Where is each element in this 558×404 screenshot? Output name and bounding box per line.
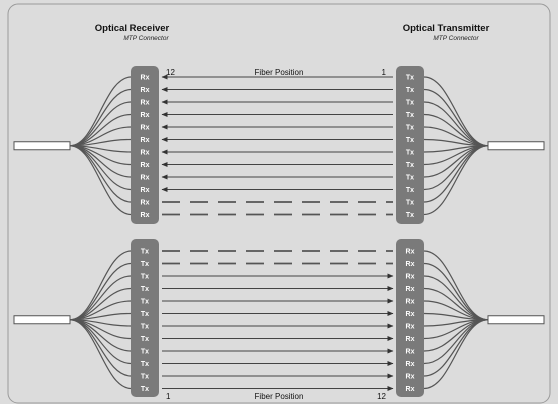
bottom-left-port-label: Tx [141,274,149,281]
top-left-port-label: Rx [141,75,150,82]
bottom-left-port-label: Tx [141,324,149,331]
bottom-fiber-links [162,250,394,391]
bottom-fiber-bundles [13,250,545,390]
top-fiber-bundles [13,76,545,216]
bottom-left-cable-stub [13,315,71,325]
top-right-port-label: Tx [406,75,414,82]
bottom-left-port-label: Tx [141,286,149,293]
bottom-right-port-label: Rx [406,274,415,281]
bottom-right-position-number: 12 [377,392,386,401]
bottom-right-port-label: Rx [406,336,415,343]
bottom-left-port-label: Tx [141,311,149,318]
bottom-left-position-number: 1 [166,392,171,401]
top-right-cable-stub [487,141,545,151]
bottom-left-port-label: Tx [141,249,149,256]
receiver-subtitle: MTP Connector [123,35,169,42]
top-left-port-label: Rx [141,87,150,94]
top-right-fiber [423,76,489,147]
bottom-right-fiber [423,319,489,390]
bottom-left-port-label: Tx [141,261,149,268]
top-right-port-label: Tx [406,137,414,144]
top-right-position-number: 1 [382,68,387,77]
bottom-left-port-label: Tx [141,349,149,356]
top-left-port-label: Rx [141,137,150,144]
top-left-port-label: Rx [141,100,150,107]
bottom-left-port-label: Tx [141,336,149,343]
bottom-left-port-label: Tx [141,374,149,381]
top-left-port-label: Rx [141,200,150,207]
top-left-port-label: Rx [141,112,150,119]
bottom-right-port-label: Rx [406,286,415,293]
bottom-fiber-position-label: Fiber Position [255,392,304,401]
transmitter-title: Optical Transmitter [403,23,490,34]
top-left-port-label: Rx [141,212,150,219]
top-right-port-label: Tx [406,87,414,94]
top-right-fiber [423,145,489,216]
bottom-left-port-label: Tx [141,299,149,306]
bottom-right-port-label: Rx [406,349,415,356]
bottom-right-port-label: Rx [406,311,415,318]
top-left-position-number: 12 [166,68,175,77]
bottom-right-port-label: Rx [406,249,415,256]
top-right-port-label: Tx [406,162,414,169]
transmitter-subtitle: MTP Connector [433,35,479,42]
bottom-right-port-label: Rx [406,324,415,331]
bottom-right-connector [396,239,424,397]
top-left-cable-stub [13,141,71,151]
top-left-port-label: Rx [141,162,150,169]
bottom-right-fiber [423,250,489,321]
bottom-right-port-label: Rx [406,386,415,393]
receiver-header: Optical Receiver MTP Connector [95,23,170,42]
top-right-port-label: Tx [406,175,414,182]
top-fiber-position-label: Fiber Position [255,68,304,77]
top-right-port-label: Tx [406,200,414,207]
top-right-port-label: Tx [406,125,414,132]
bottom-right-port-label: Rx [406,261,415,268]
top-right-port-label: Tx [406,112,414,119]
top-left-port-label: Rx [141,150,150,157]
top-right-port-label: Tx [406,150,414,157]
receiver-title: Optical Receiver [95,23,170,34]
bottom-left-port-label: Tx [141,386,149,393]
top-right-port-label: Tx [406,100,414,107]
bottom-right-cable-stub [487,315,545,325]
top-left-port-label: Rx [141,125,150,132]
top-right-port-label: Tx [406,187,414,194]
bottom-right-port-label: Rx [406,299,415,306]
top-left-connector [131,66,159,224]
top-left-port-label: Rx [141,187,150,194]
top-fiber-links [161,74,393,216]
top-right-port-label: Tx [406,212,414,219]
transmitter-header: Optical Transmitter MTP Connector [403,23,490,42]
diagram-frame [7,3,551,404]
bottom-left-connector [131,239,159,397]
top-right-connector [396,66,424,224]
bottom-right-port-label: Rx [406,374,415,381]
top-left-fiber [69,145,132,216]
bottom-left-port-label: Tx [141,361,149,368]
bottom-right-port-label: Rx [406,361,415,368]
top-left-port-label: Rx [141,175,150,182]
bottom-left-fiber [69,319,132,390]
